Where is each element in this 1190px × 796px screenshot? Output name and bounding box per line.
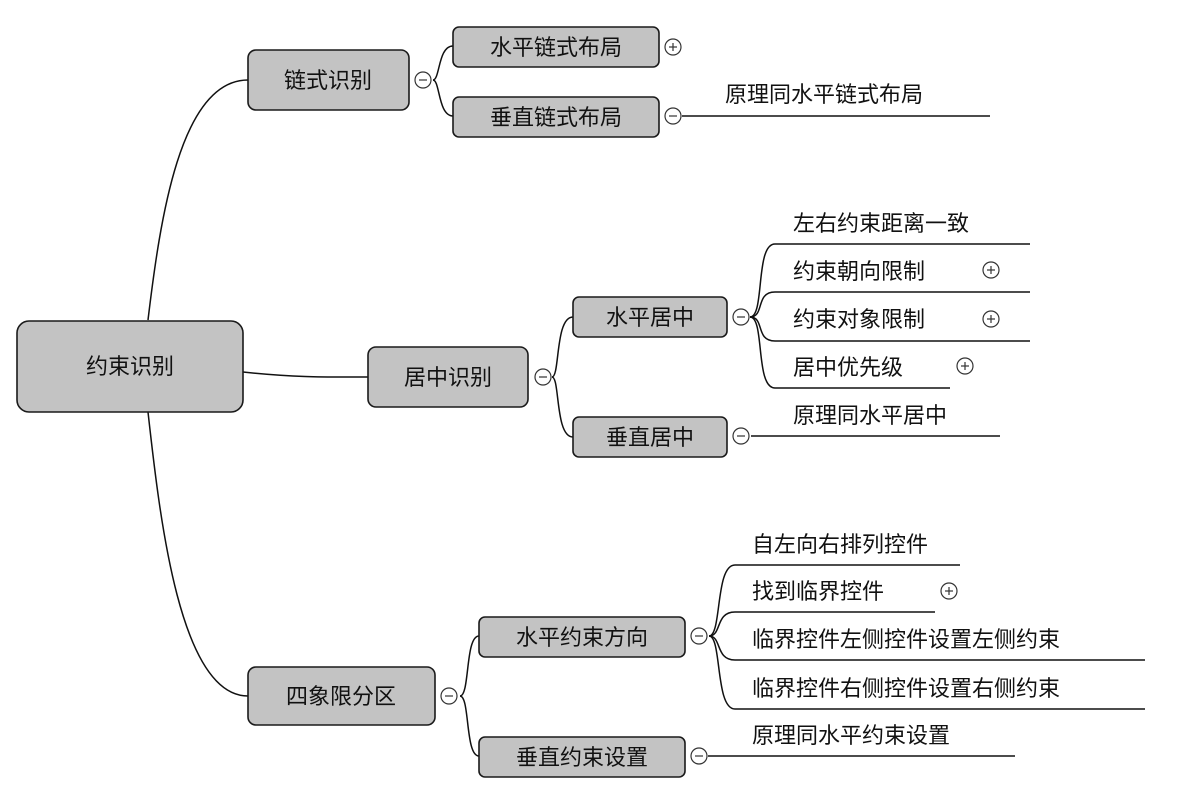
expand-toggle-icon[interactable] [956,357,974,375]
leaf-text: 临界控件左侧控件设置左侧约束 [752,628,1060,653]
horizontal-constraint-label: 水平约束方向 [516,626,648,651]
link-quadrant-horizontal [459,635,480,697]
expand-toggle-icon[interactable] [664,38,682,56]
leaf-text: 左右约束距离一致 [793,212,969,237]
link-hcenter-leaf-1 [749,243,776,318]
leaf-text: 约束朝向限制 [793,260,925,285]
node-vertical-center[interactable]: 垂直居中 [572,416,728,458]
collapse-toggle-icon[interactable] [664,107,682,125]
root-node-label: 约束识别 [86,355,174,380]
root-node[interactable]: 约束识别 [16,320,244,413]
branch-quadrant-label: 四象限分区 [286,685,396,710]
collapse-toggle-icon[interactable] [690,747,708,765]
link-chain-vertical [432,79,454,117]
vertical-chain-label: 垂直链式布局 [490,106,622,131]
link-hcons-leaf-2 [708,611,736,637]
expand-toggle-icon[interactable] [982,261,1000,279]
leaf-text: 自左向右排列控件 [752,533,928,558]
connector-lines [147,45,1015,757]
link-hcenter-leaf-3 [749,316,776,342]
node-horizontal-center[interactable]: 水平居中 [572,296,728,338]
leaf-text: 约束对象限制 [793,308,925,333]
vertical-center-label: 垂直居中 [606,426,694,451]
link-root-quadrant [147,411,249,697]
vertical-constraint-label: 垂直约束设置 [516,746,648,771]
leaf-text: 原理同水平链式布局 [725,83,923,108]
link-center-horizontal [551,316,574,378]
collapse-toggle-icon[interactable] [440,687,458,705]
branch-node-center[interactable]: 居中识别 [367,346,529,408]
horizontal-center-label: 水平居中 [606,306,694,331]
branch-chain-label: 链式识别 [284,69,372,94]
expand-toggle-icon[interactable] [940,582,958,600]
expand-toggle-icon[interactable] [982,310,1000,328]
leaf-text: 居中优先级 [793,356,903,381]
collapse-toggle-icon[interactable] [534,368,552,386]
collapse-toggle-icon[interactable] [414,71,432,89]
leaf-text: 原理同水平约束设置 [752,724,950,749]
leaf-text: 临界控件右侧控件设置右侧约束 [752,677,1060,702]
link-hcons-leaf-4 [708,635,736,710]
leaf-underlines [735,243,1145,710]
link-hcenter-leaf-4 [749,316,776,389]
leaf-text: 原理同水平居中 [793,404,947,429]
link-root-center [242,371,369,378]
node-vertical-chain[interactable]: 垂直链式布局 [452,96,660,138]
link-hcons-leaf-1 [708,564,736,637]
node-vertical-constraint[interactable]: 垂直约束设置 [478,736,686,778]
horizontal-chain-label: 水平链式布局 [490,36,622,61]
link-quadrant-vertical [459,695,480,757]
link-hcenter-leaf-2 [749,291,776,318]
branch-center-label: 居中识别 [404,366,492,391]
node-horizontal-constraint[interactable]: 水平约束方向 [478,616,686,658]
node-horizontal-chain[interactable]: 水平链式布局 [452,26,660,68]
branch-node-quadrant[interactable]: 四象限分区 [247,666,436,726]
branch-node-chain[interactable]: 链式识别 [247,49,410,111]
link-center-vertical [551,376,574,438]
link-chain-horizontal [432,45,454,81]
collapse-toggle-icon[interactable] [732,308,750,326]
collapse-toggle-icon[interactable] [732,427,750,445]
collapse-toggle-icon[interactable] [690,627,708,645]
link-root-chain [147,79,249,321]
leaf-text: 找到临界控件 [752,580,884,605]
